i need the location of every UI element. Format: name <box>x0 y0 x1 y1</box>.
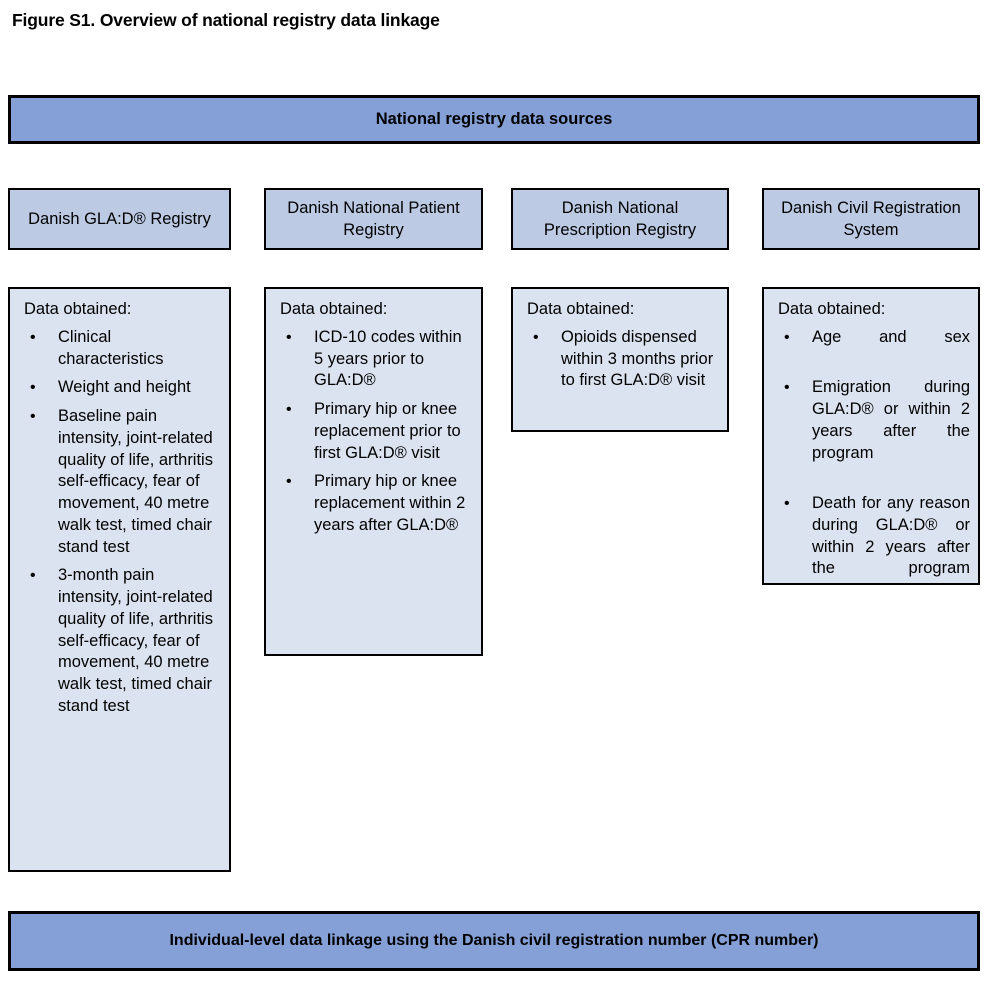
data-list-2: •Opioids dispensed within 3 months prior… <box>527 327 719 392</box>
bullet-icon: • <box>30 567 36 585</box>
list-item: •Baseline pain intensity, joint-related … <box>30 407 213 556</box>
bullet-icon: • <box>286 328 292 346</box>
data-list-0: •Clinical characteristics •Weight and he… <box>24 327 221 718</box>
registry-header-2: Danish National Prescription Registry <box>511 188 729 250</box>
list-item: •Age and sex <box>778 327 970 371</box>
bullet-icon: • <box>784 495 790 513</box>
list-item: •Primary hip or knee replacement prior t… <box>286 400 461 462</box>
registry-body-2: Data obtained: •Opioids dispensed within… <box>511 287 729 432</box>
bullet-icon: • <box>286 473 292 491</box>
bullet-icon: • <box>784 379 790 397</box>
registry-header-1: Danish National Patient Registry <box>264 188 483 250</box>
registry-header-3: Danish Civil Registration System <box>762 188 980 250</box>
list-item: •Primary hip or knee replacement within … <box>286 472 466 534</box>
bullet-icon: • <box>784 328 790 346</box>
page-title: Figure S1. Overview of national registry… <box>12 10 440 30</box>
data-list-1: •ICD-10 codes within 5 years prior to GL… <box>280 327 473 537</box>
bullet-icon: • <box>533 328 539 346</box>
list-item: •3-month pain intensity, joint-related q… <box>30 566 213 716</box>
list-item: •Emigration during GLA:D® or within 2 ye… <box>784 378 970 462</box>
list-item: •Death for any reason during GLA:D® or w… <box>784 494 970 578</box>
bullet-icon: • <box>286 401 292 419</box>
bullet-icon: • <box>30 379 36 397</box>
list-item: •Opioids dispensed within 3 months prior… <box>533 327 714 390</box>
registry-body-3: Data obtained: •Age and sex •Emigration … <box>762 287 980 585</box>
bullet-icon: • <box>30 408 36 426</box>
bottom-band-label: Individual-level data linkage using the … <box>169 932 819 949</box>
body-label-1: Data obtained: <box>280 300 388 318</box>
bottom-band-individual-level-data-linkage: Individual-level data linkage using the … <box>8 911 980 971</box>
body-label-2: Data obtained: <box>527 300 635 318</box>
top-band-national-registry-data-sources: National registry data sources <box>8 95 980 144</box>
top-band-label: National registry data sources <box>375 110 613 128</box>
list-item: •Weight and height <box>24 377 221 399</box>
list-item: •Clinical characteristics <box>30 327 164 368</box>
registry-body-1: Data obtained: •ICD-10 codes within 5 ye… <box>264 287 483 656</box>
bullet-icon: • <box>30 328 36 346</box>
registry-header-0: Danish GLA:D® Registry <box>8 188 231 250</box>
list-item: •ICD-10 codes within 5 years prior to GL… <box>286 327 462 390</box>
body-label-3: Data obtained: <box>778 300 886 318</box>
body-label-0: Data obtained: <box>24 300 132 318</box>
data-list-3: •Age and sex •Emigration during GLA:D® o… <box>778 327 970 602</box>
registry-body-0: Data obtained: •Clinical characteristics… <box>8 287 231 872</box>
